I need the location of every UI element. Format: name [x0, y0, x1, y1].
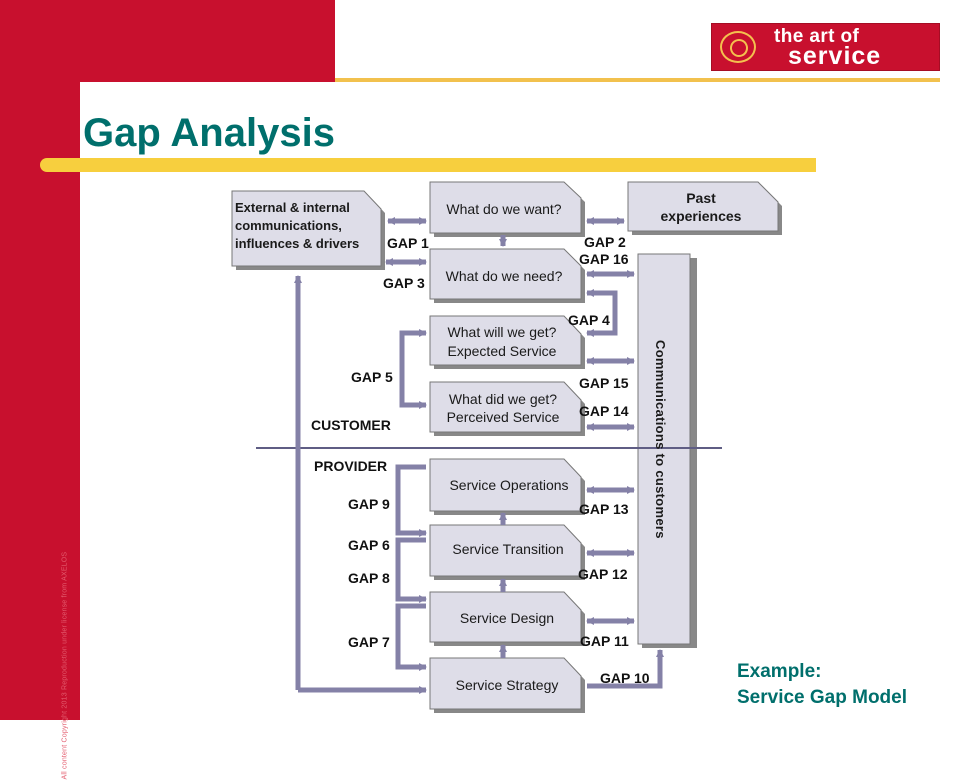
flow-arrows [294, 235, 664, 694]
gap-13-label: GAP 13 [579, 501, 629, 517]
left-red-band [0, 0, 80, 720]
gap-15-label: GAP 15 [579, 375, 629, 391]
operations-label: Service Operations [449, 477, 568, 493]
perceived-line-1: What did we get? [449, 391, 557, 407]
provider-label: PROVIDER [314, 458, 387, 474]
gap-6-label: GAP 6 [348, 537, 390, 553]
gap-16-label: GAP 16 [579, 251, 629, 267]
example-line-2: Service Gap Model [737, 687, 908, 708]
gap-14-label: GAP 14 [579, 403, 629, 419]
design-label: Service Design [460, 610, 554, 626]
gap-11-label: GAP 11 [580, 633, 629, 649]
transition-label: Service Transition [452, 541, 563, 557]
gap-4-label: GAP 4 [568, 312, 610, 328]
want-label: What do we want? [446, 201, 561, 217]
example-line-1: Example: [737, 661, 822, 682]
customer-label: CUSTOMER [311, 417, 391, 433]
service-gap-model-diagram: External & internal communications, infl… [231, 181, 782, 713]
page-title: Gap Analysis [83, 111, 335, 155]
content-corner [80, 82, 340, 142]
past-line-2: experiences [661, 208, 742, 224]
external-drivers-box [231, 190, 382, 267]
gap-9-label: GAP 9 [348, 496, 390, 512]
diagram-boxes [231, 181, 782, 713]
company-logo: the art of service [711, 23, 940, 71]
past-experiences-box [627, 181, 779, 232]
gap-1-label: GAP 1 [387, 235, 429, 251]
service-design-box [429, 591, 582, 643]
need-box [429, 248, 582, 300]
top-red-band [0, 0, 335, 82]
logo-line-1: the art of [774, 26, 860, 47]
expected-service-box [429, 315, 582, 366]
gap-3-label: GAP 3 [383, 275, 425, 291]
example-caption: Example: Service Gap Model [737, 659, 907, 711]
past-line-1: Past [686, 190, 716, 206]
want-box [429, 181, 582, 234]
expected-line-1: What will we get? [448, 324, 557, 340]
service-strategy-box [429, 657, 582, 710]
external-line-3: influences & drivers [235, 236, 359, 251]
expected-line-2: Expected Service [448, 343, 557, 359]
gap-10-label: GAP 10 [600, 670, 650, 686]
perceived-line-2: Perceived Service [447, 409, 560, 425]
communications-label: Communications to customers [653, 340, 668, 539]
service-operations-box [429, 458, 582, 512]
logo-swirl-icon [720, 31, 756, 63]
gap-arrows [385, 217, 635, 625]
gap-2-label: GAP 2 [584, 234, 626, 250]
title-yellow-rule [40, 158, 816, 172]
gap-12-label: GAP 12 [578, 566, 628, 582]
gap-7-label: GAP 7 [348, 634, 390, 650]
need-label: What do we need? [446, 268, 563, 284]
gap-8-label: GAP 8 [348, 570, 390, 586]
external-line-2: communications, [235, 218, 342, 233]
external-line-1: External & internal [235, 200, 350, 215]
service-transition-box [429, 524, 582, 577]
gap-5-label: GAP 5 [351, 369, 393, 385]
logo-line-2: service [788, 42, 882, 70]
perceived-service-box [429, 381, 582, 433]
strategy-label: Service Strategy [456, 677, 559, 693]
top-yellow-rule [335, 78, 940, 82]
